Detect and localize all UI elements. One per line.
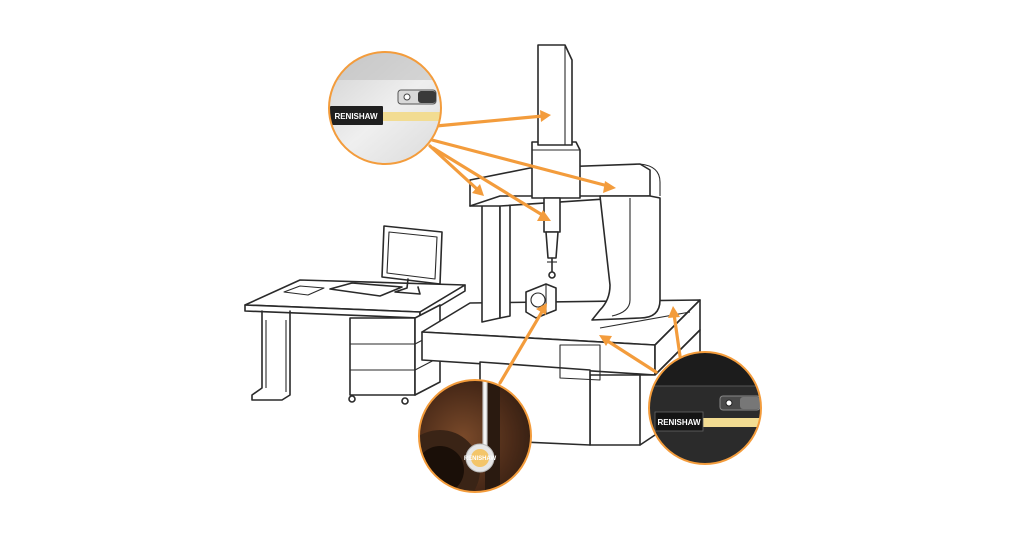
arrowhead-icon [472, 184, 484, 196]
probe [545, 231, 559, 279]
inset-ring [418, 379, 532, 493]
arrowhead-icon [599, 335, 612, 346]
readhead-icon [397, 89, 437, 105]
arrow-to-quill [431, 146, 546, 218]
arrowhead-icon [540, 110, 551, 122]
brand-label-bottom: RENISHAW [657, 418, 701, 427]
arrowhead-icon [536, 303, 547, 315]
arrowhead-icon [668, 306, 680, 318]
readhead-icon [719, 395, 761, 411]
desk [244, 225, 466, 405]
inset-ring [648, 351, 762, 465]
inset-rotary-encoder: RENISHAW [418, 379, 532, 493]
scale-tape [700, 418, 761, 427]
arrow-to-x-axis-scale [430, 138, 610, 188]
arrow-to-bridge-left [428, 144, 480, 192]
brand-label-round: RENISHAW [464, 456, 497, 462]
arrow-to-y-axis-rail [672, 312, 682, 358]
monitor [381, 225, 443, 295]
brand-label-top: RENISHAW [334, 112, 378, 121]
inset-ring [328, 51, 442, 165]
arrowhead-icon [537, 210, 551, 221]
encoder-disc-icon: RENISHAW [464, 443, 497, 473]
callout-arrows [428, 110, 682, 385]
arrowhead-icon [603, 181, 616, 193]
scale-tape [380, 112, 441, 121]
arrow-to-rotary-bearing [498, 308, 545, 385]
arrow-to-z-axis-scale [434, 114, 545, 128]
inset-scale-top: RENISHAW [328, 51, 442, 165]
arrow-to-table-edge [604, 338, 658, 374]
inset-scale-bottom: RENISHAW [648, 351, 762, 465]
